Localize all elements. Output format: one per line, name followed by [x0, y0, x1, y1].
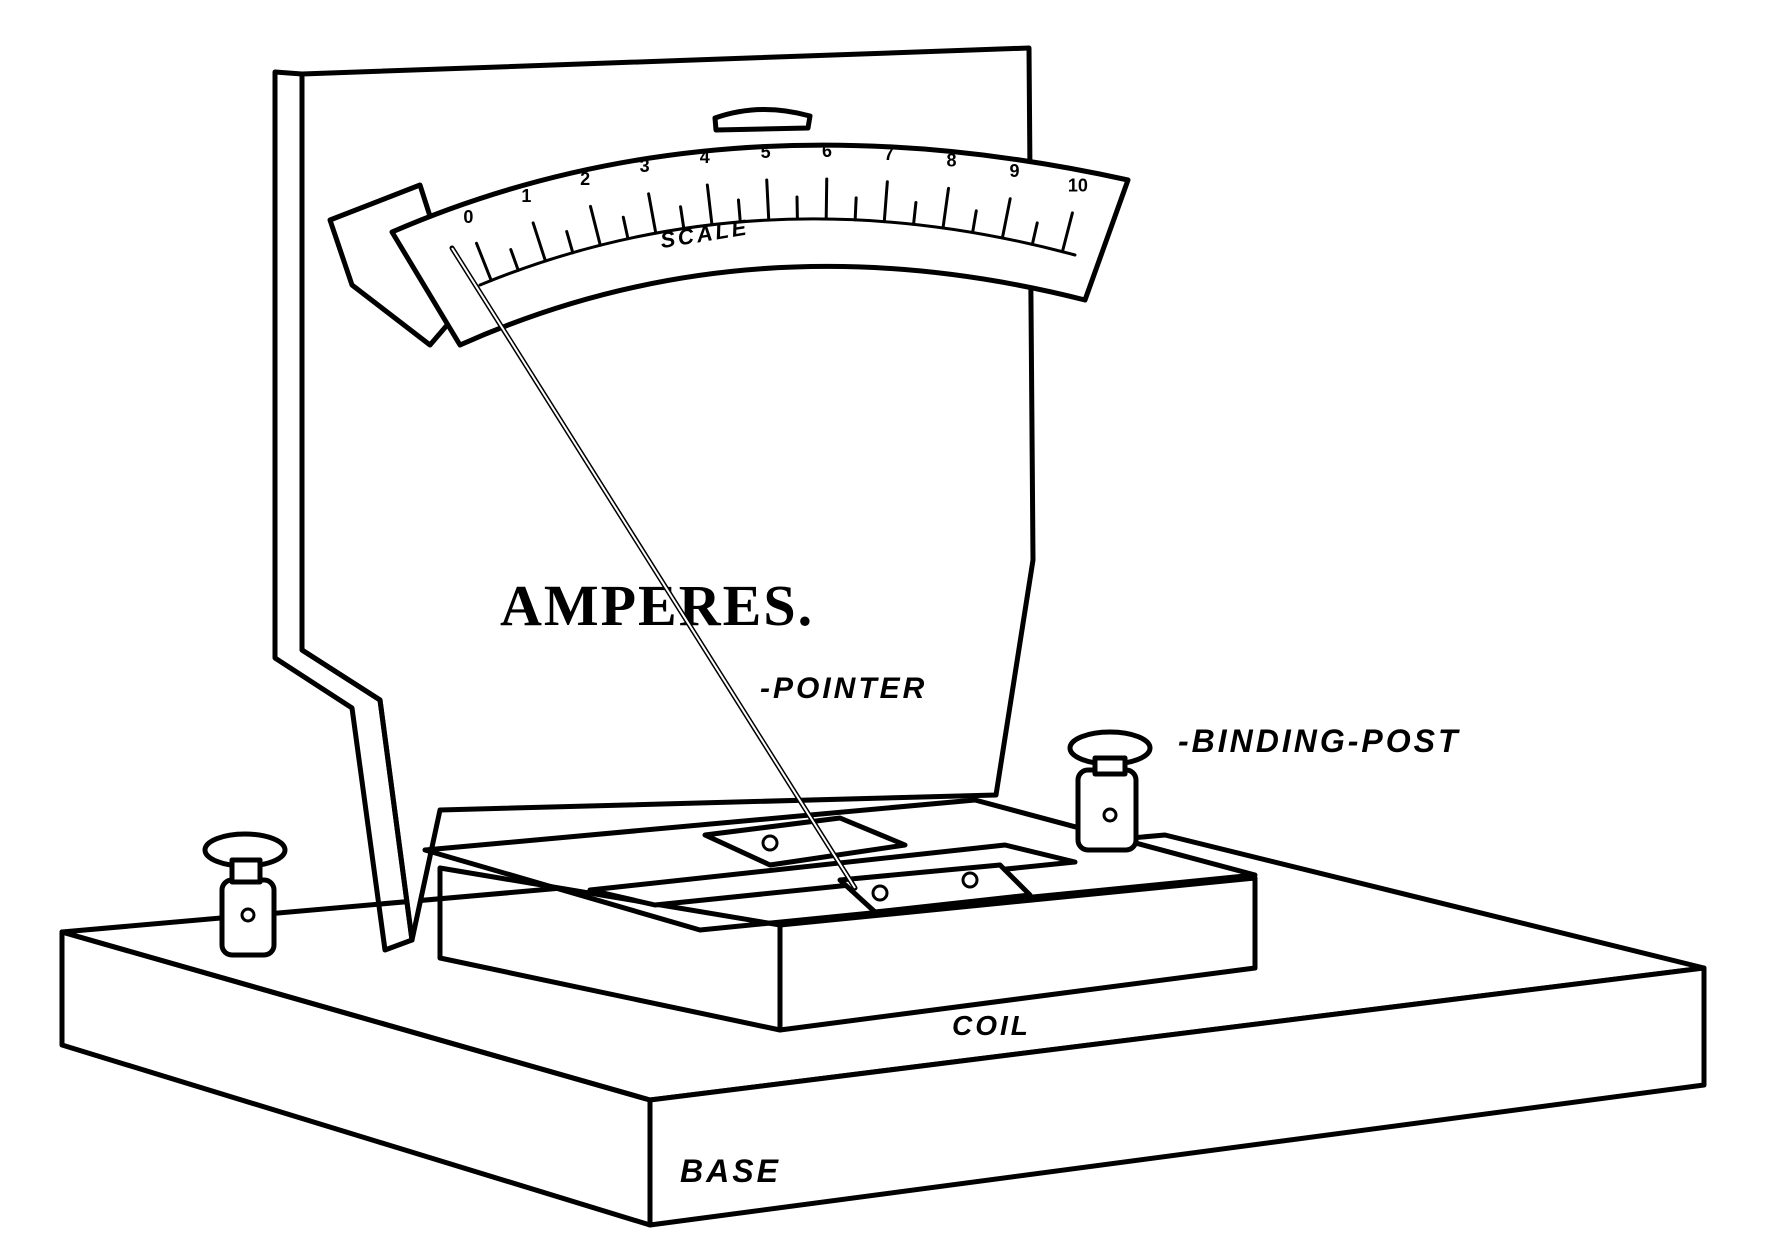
scale-major-tick: [475, 241, 493, 282]
scale-major-tick: [824, 177, 829, 221]
base: [59, 832, 1707, 1228]
base-label: BASE: [680, 1153, 781, 1189]
pivot-plate-rear: [702, 815, 908, 868]
scale-major-tick: [765, 178, 771, 222]
pivot-screw-3: [961, 871, 979, 889]
scale-major-tick: [531, 221, 547, 263]
scale-number: 6: [822, 141, 832, 161]
scale-number: 5: [761, 142, 771, 162]
scale-number: 10: [1068, 176, 1088, 196]
pivot-screw-1: [761, 834, 779, 852]
coil-slot: [587, 842, 1078, 908]
scale-number: 4: [700, 147, 710, 167]
scale-major-tick: [705, 183, 714, 227]
scale-minor-tick: [853, 196, 858, 222]
scale-minor-tick: [912, 200, 918, 226]
pivot-screw-2: [871, 884, 889, 902]
scale-minor-tick: [509, 248, 520, 272]
scale-minor-tick: [736, 198, 742, 224]
scale-mount-block: [327, 182, 463, 348]
scale-ticks: [475, 177, 1074, 282]
coil-windings-side: [777, 875, 1258, 1033]
panel-edge: [272, 69, 415, 953]
scale-minor-tick: [679, 205, 686, 230]
binding-post-left-hole: [240, 907, 256, 923]
scale-top-tab: [712, 107, 813, 133]
scale-minor-tick: [621, 215, 630, 241]
binding-post-left: [202, 831, 288, 958]
scale-number: 0: [463, 207, 473, 227]
scale-number: 9: [1009, 161, 1019, 181]
scale-number: 1: [521, 186, 531, 206]
scale-minor-tick: [1030, 221, 1039, 246]
scale-major-tick: [1000, 197, 1012, 240]
coil-label: COIL: [952, 1010, 1031, 1041]
scale-number: 7: [884, 144, 894, 164]
scale-number: 2: [580, 169, 590, 189]
scale-major-tick: [1060, 211, 1074, 254]
pointer-label: -POINTER: [760, 672, 927, 705]
binding-post-label: -BINDING-POST: [1178, 723, 1461, 759]
scale-number: 8: [947, 151, 957, 171]
pointer: [449, 245, 858, 891]
scale-card: [389, 142, 1131, 348]
scale-major-tick: [647, 192, 658, 235]
pivot-plate-front: [837, 862, 1033, 915]
face-title: AMPERES.: [500, 573, 814, 638]
binding-post-right-hole: [1102, 807, 1118, 823]
scale-minor-tick: [971, 209, 978, 234]
scale-major-tick: [588, 204, 602, 247]
scale-minor-tick: [565, 230, 575, 255]
scale-number: 3: [640, 156, 650, 176]
base-side-face: [647, 965, 1707, 1228]
scale-major-tick: [882, 180, 889, 224]
scale-numbers: 0 1 2 3 4 5 6 7 8 9 10: [463, 141, 1087, 227]
binding-post-right: [1067, 729, 1153, 853]
scale-major-tick: [941, 186, 951, 230]
